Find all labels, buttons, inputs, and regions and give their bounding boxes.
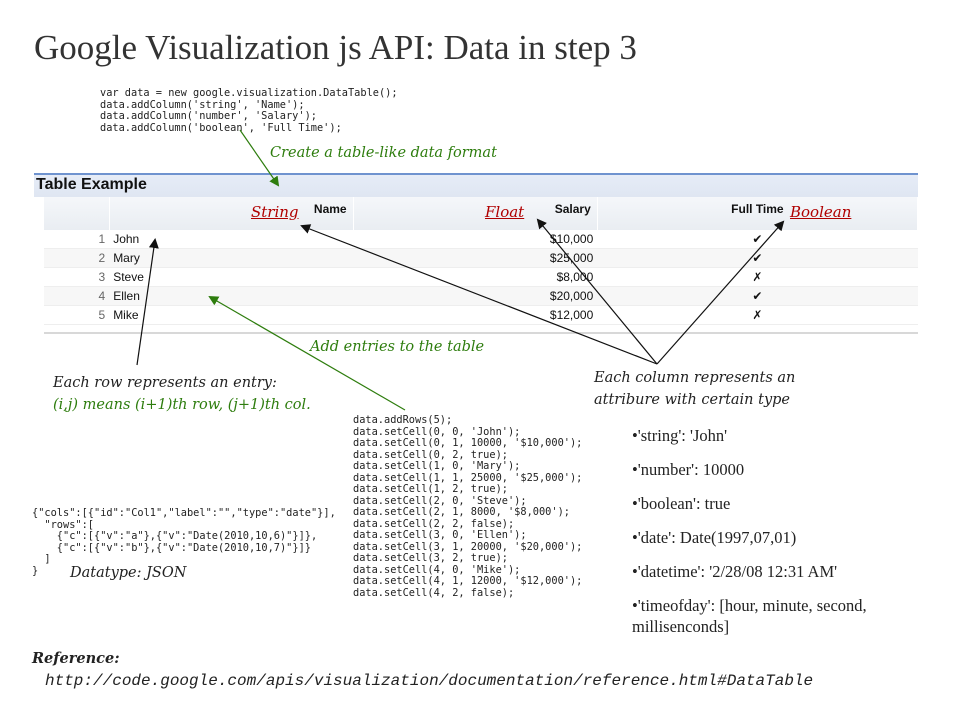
table-example-panel: Table Example Name Salary Full Time 1 Jo… [34, 173, 919, 335]
cell-salary: $8,000 [353, 267, 598, 287]
cell-full-time: ✔ [597, 286, 918, 306]
cell-name: John [109, 230, 354, 249]
code-add-rows: data.addRows(5);data.setCell(0, 0, 'John… [353, 414, 583, 599]
header-full-time[interactable]: Full Time [597, 197, 919, 230]
type-item-datetime: •'datetime': '2/28/08 12:31 AM' [632, 562, 838, 581]
row-index: 2 [44, 248, 110, 268]
code-line: data.setCell(2, 1, 8000, '$8,000'); [353, 506, 570, 518]
type-item-boolean: •'boolean': true [632, 494, 731, 513]
header-name[interactable]: Name [109, 197, 354, 230]
data-table: Name Salary Full Time 1 John $10,000 ✔ 2… [44, 197, 919, 325]
code-line: {"c":[{"v":"b"},{"v":"Date(2010,10,7)"}]… [32, 541, 311, 554]
code-line: data.setCell(2, 0, 'Steve'); [353, 494, 527, 507]
code-line: data.setCell(4, 2, false); [353, 586, 515, 599]
code-line: data.setCell(0, 2, true); [353, 448, 508, 461]
cell-full-time: ✔ [597, 248, 918, 268]
type-item-timeofday: •'timeofday': [hour, minute, second, mil… [632, 596, 867, 636]
header-salary[interactable]: Salary [353, 197, 598, 230]
code-line: data.addRows(5); [353, 414, 453, 426]
row-index: 5 [44, 305, 110, 325]
annotation-row-line1: Each row represents an entry: [53, 375, 277, 391]
cell-name: Ellen [109, 286, 354, 306]
code-line: data.setCell(2, 2, false); [353, 517, 515, 530]
table-row[interactable]: 4 Ellen $20,000 ✔ [44, 286, 918, 306]
cell-name: Mike [109, 305, 354, 325]
code-line: data.setCell(1, 1, 25000, '$25,000'); [353, 471, 583, 484]
arrow-col-string [300, 224, 658, 365]
type-item-string: •'string': 'John' [632, 426, 728, 445]
table-row[interactable]: 5 Mike $12,000 ✗ [44, 305, 918, 325]
code-line: data.addColumn('number', 'Salary'); [100, 110, 317, 122]
cell-name: Mary [109, 248, 354, 268]
type-label-boolean: Boolean [790, 203, 852, 221]
annotation-add-entries: Add entries to the table [310, 339, 485, 355]
type-item-number: •'number': 10000 [632, 460, 745, 479]
cell-name: Steve [109, 267, 354, 287]
row-index: 1 [44, 230, 110, 249]
arrow-create-format [239, 129, 280, 187]
type-label-string: String [251, 203, 299, 221]
table-bottom-divider [44, 332, 918, 334]
arrow-add-entries [208, 295, 406, 411]
cell-full-time: ✗ [597, 305, 918, 325]
annotation-row-line2: (i,j) means (i+1)th row, (j+1)th col. [53, 397, 311, 413]
table-row[interactable]: 1 John $10,000 ✔ [44, 230, 918, 249]
annotation-datatype-json: Datatype: JSON [70, 565, 187, 581]
code-line: data.addColumn('boolean', 'Full Time'); [100, 121, 342, 134]
arrow-col-boolean [656, 220, 785, 365]
table-row[interactable]: 3 Steve $8,000 ✗ [44, 267, 918, 287]
annotation-create-format: Create a table-like data format [270, 145, 497, 161]
cell-salary: $20,000 [353, 286, 598, 306]
type-item-date: •'date': Date(1997,07,01) [632, 528, 797, 547]
code-line: data.setCell(0, 1, 10000, '$10,000'); [353, 437, 583, 449]
row-index: 3 [44, 267, 110, 287]
row-index: 4 [44, 286, 110, 306]
cell-salary: $10,000 [353, 230, 598, 249]
code-line: data.setCell(0, 0, 'John'); [353, 425, 521, 438]
code-line: data.addColumn('string', 'Name'); [100, 98, 305, 111]
type-label-float: Float [485, 203, 525, 221]
code-line: data.setCell(1, 2, true); [353, 483, 508, 495]
code-line: ] [32, 553, 51, 565]
cell-salary: $25,000 [353, 248, 598, 268]
header-index [44, 197, 110, 230]
slide-title: Google Visualization js API: Data in ste… [34, 28, 637, 67]
reference-link[interactable]: http://code.google.com/apis/visualizatio… [45, 672, 814, 690]
arrow-row-entry [136, 238, 159, 366]
code-line: data.setCell(3, 2, true); [353, 552, 508, 564]
table-caption-bar: Table Example [34, 173, 918, 197]
annotation-col-line1: Each column represents an [594, 370, 796, 386]
cell-full-time: ✔ [597, 230, 918, 249]
cell-salary: $12,000 [353, 305, 598, 325]
arrow-col-float [536, 218, 658, 365]
code-line: data.setCell(4, 0, 'Mike'); [353, 563, 521, 576]
code-add-columns: var data = new google.visualization.Data… [100, 87, 398, 134]
table-header-row: Name Salary Full Time [44, 197, 919, 230]
annotation-col-line2: attribure with certain type [594, 392, 791, 408]
reference-label: Reference: [32, 650, 120, 667]
code-line: {"cols":[{"id":"Col1","label":"","type":… [32, 507, 336, 519]
code-json: {"cols":[{"id":"Col1","label":"","type":… [32, 507, 336, 577]
code-line: data.setCell(3, 1, 20000, '$20,000'); [353, 540, 583, 553]
code-line: data.setCell(3, 0, 'Ellen'); [353, 529, 527, 541]
code-line: } [32, 564, 39, 577]
code-line: "rows":[ [32, 518, 94, 531]
data-type-list: •'string': 'John' •'number': 10000 •'boo… [632, 425, 882, 650]
code-line: data.setCell(1, 0, 'Mary'); [353, 460, 521, 472]
cell-full-time: ✗ [597, 267, 918, 287]
table-row[interactable]: 2 Mary $25,000 ✔ [44, 248, 918, 268]
code-line: var data = new google.visualization.Data… [100, 87, 398, 99]
code-line: data.setCell(4, 1, 12000, '$12,000'); [353, 575, 583, 587]
table-caption: Table Example [36, 176, 147, 193]
code-line: {"c":[{"v":"a"},{"v":"Date(2010,10,6)"}]… [32, 530, 318, 542]
